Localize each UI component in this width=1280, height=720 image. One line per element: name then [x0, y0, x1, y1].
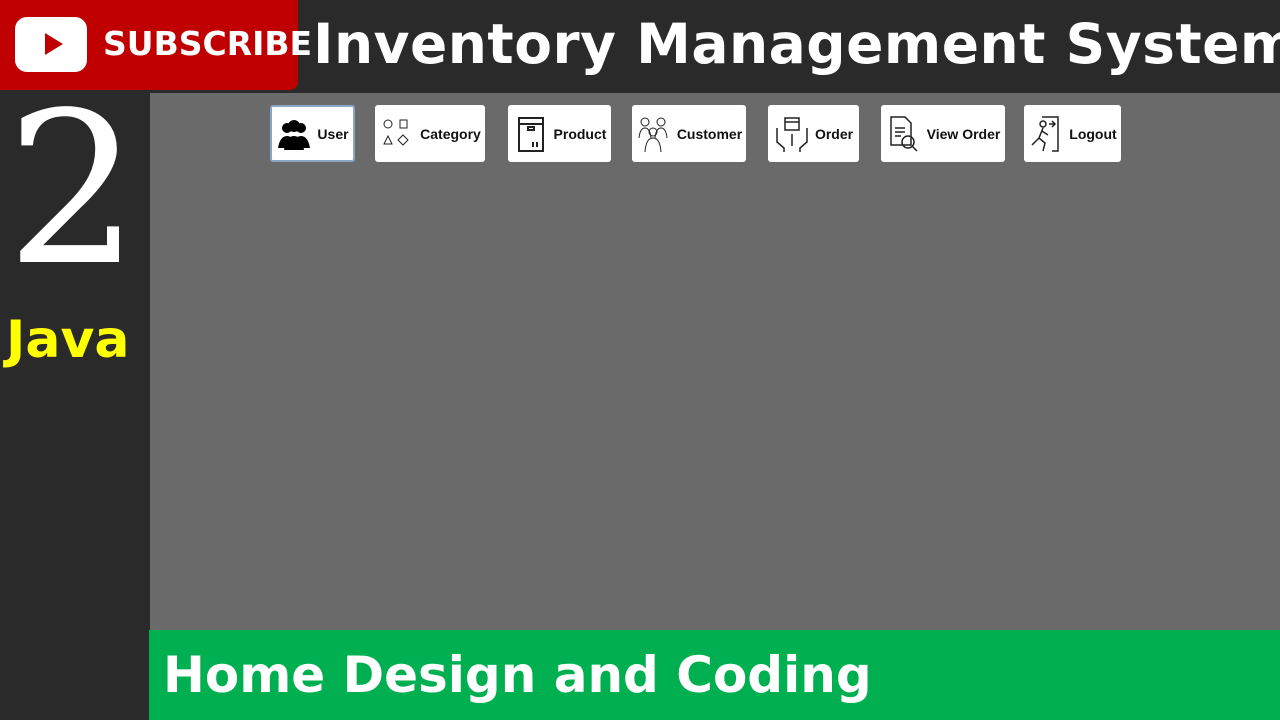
users-icon [278, 119, 311, 150]
view-order-label: View Order [926, 125, 1001, 142]
product-button[interactable]: Product [508, 105, 611, 162]
product-label: Product [553, 125, 607, 142]
footer-banner: Home Design and Coding [149, 630, 1280, 720]
subscribe-label: SUBSCRIBE [103, 24, 313, 63]
subscribe-badge: SUBSCRIBE [0, 0, 312, 90]
page-title: Inventory Management System [313, 12, 1280, 76]
hands-box-icon [776, 116, 808, 152]
shapes-icon [383, 119, 409, 146]
order-label: Order [814, 125, 854, 142]
box-icon [517, 116, 544, 152]
youtube-play-icon [15, 17, 87, 72]
category-button[interactable]: Category [375, 105, 485, 162]
order-button[interactable]: Order [768, 105, 859, 162]
user-button[interactable]: User [270, 105, 355, 162]
logout-button[interactable]: Logout [1024, 105, 1121, 162]
footer-text: Home Design and Coding [163, 646, 872, 704]
exit-icon [1031, 115, 1060, 152]
customers-icon [638, 117, 668, 152]
logout-label: Logout [1069, 125, 1117, 142]
user-label: User [317, 125, 349, 142]
customer-label: Customer [676, 125, 743, 142]
language-label: Java [6, 310, 130, 370]
episode-number: 2 [6, 67, 140, 312]
view-order-button[interactable]: View Order [881, 105, 1005, 162]
customer-button[interactable]: Customer [632, 105, 746, 162]
category-label: Category [420, 125, 481, 142]
home-panel [150, 93, 1280, 630]
document-search-icon [889, 115, 918, 152]
